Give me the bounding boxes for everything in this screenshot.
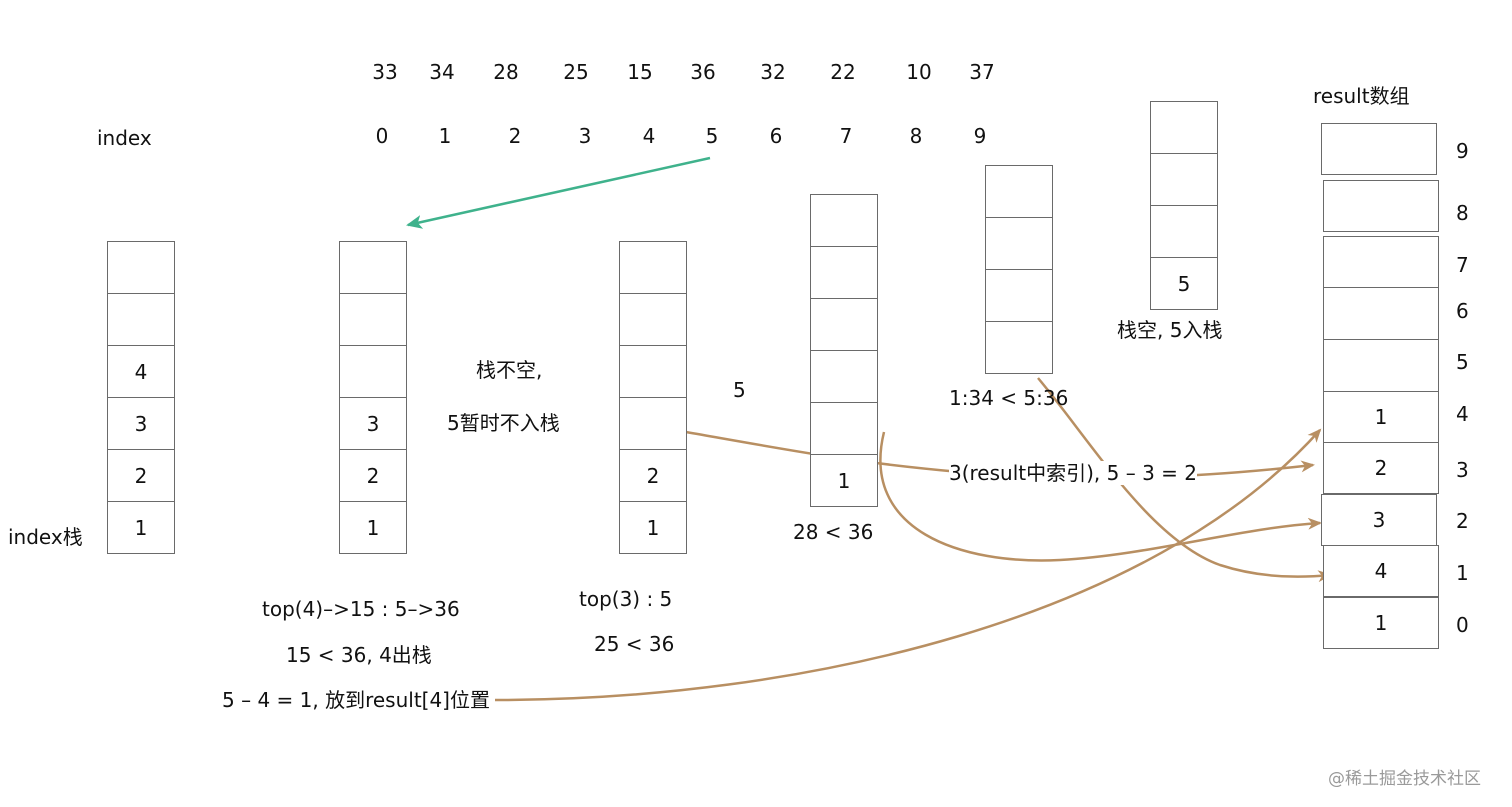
stack-cell: 2 xyxy=(620,450,686,502)
note-cmp-15: 15 < 36, 4出栈 xyxy=(286,643,432,667)
index-stack-6: 5 xyxy=(1150,101,1218,310)
stack-cell: 5 xyxy=(1151,258,1217,310)
result-cell-7 xyxy=(1323,236,1439,288)
stack-cell xyxy=(620,398,686,450)
result-cell-8 xyxy=(1323,180,1439,232)
result-index-5: 5 xyxy=(1456,350,1469,374)
stack-cell xyxy=(986,322,1052,374)
index-stack-4: 1 xyxy=(810,194,878,507)
stack-cell: 1 xyxy=(811,455,877,507)
result-cell-4: 1 xyxy=(1323,391,1439,443)
result-cell-0: 1 xyxy=(1323,597,1439,649)
arrow-to-result-4 xyxy=(494,428,1322,702)
index-stack-3: 2 1 xyxy=(619,241,687,554)
stack-cell xyxy=(811,351,877,403)
note-result-index: 3(result中索引), 5 – 3 = 2 xyxy=(949,461,1197,485)
stack-cell xyxy=(811,247,877,299)
index-7: 7 xyxy=(839,124,853,148)
stack-cell xyxy=(620,346,686,398)
note-cmp-28: 28 < 36 xyxy=(793,520,874,544)
stack-cell xyxy=(986,270,1052,322)
value-5: 36 xyxy=(690,60,716,84)
value-1: 34 xyxy=(429,60,455,84)
stack-cell: 4 xyxy=(108,346,174,398)
index-label: index xyxy=(97,126,152,150)
stack-cell xyxy=(108,242,174,294)
stack-cell: 3 xyxy=(340,398,406,450)
result-cell-5 xyxy=(1323,339,1439,392)
watermark: @稀土掘金技术社区 xyxy=(1328,769,1481,789)
note-cmp-25: 25 < 36 xyxy=(594,632,675,656)
result-index-2: 2 xyxy=(1456,509,1469,533)
result-array-label: result数组 xyxy=(1313,84,1410,108)
stack-cell: 1 xyxy=(340,502,406,554)
note-empty-push: 栈空, 5入栈 xyxy=(1117,318,1223,342)
note-top3: top(3) : 5 xyxy=(579,587,673,611)
stack-cell: 2 xyxy=(108,450,174,502)
value-4: 15 xyxy=(627,60,653,84)
stack-cell xyxy=(108,294,174,346)
stack-cell: 1 xyxy=(620,502,686,554)
result-cell-2: 3 xyxy=(1321,494,1437,546)
value-3: 25 xyxy=(563,60,589,84)
note-cmp-34: 1:34 < 5:36 xyxy=(949,386,1069,410)
result-index-7: 7 xyxy=(1456,253,1469,277)
arrow-to-result-1 xyxy=(1037,377,1332,583)
stack-cell xyxy=(986,166,1052,218)
result-index-1: 1 xyxy=(1456,561,1469,585)
result-index-9: 9 xyxy=(1456,139,1469,163)
index-stack-label: index栈 xyxy=(8,525,83,549)
index-1: 1 xyxy=(438,124,452,148)
result-index-3: 3 xyxy=(1456,458,1469,482)
index-stack-5 xyxy=(985,165,1053,374)
stack-cell xyxy=(1151,102,1217,154)
stack-cell xyxy=(811,195,877,247)
value-0: 33 xyxy=(372,60,398,84)
index-stack-2: 3 2 1 xyxy=(339,241,407,554)
result-index-8: 8 xyxy=(1456,201,1469,225)
stack-cell xyxy=(620,294,686,346)
stack-cell xyxy=(340,346,406,398)
value-8: 10 xyxy=(906,60,932,84)
result-index-6: 6 xyxy=(1456,299,1469,323)
stack-cell xyxy=(340,294,406,346)
green-arrow xyxy=(406,156,711,229)
arrow-to-result-2 xyxy=(879,431,1322,562)
result-cell-1: 4 xyxy=(1323,545,1439,597)
stack-cell xyxy=(811,299,877,351)
result-index-4: 4 xyxy=(1456,402,1469,426)
note-top4: top(4)–>15 : 5–>36 xyxy=(262,597,460,621)
index-6: 6 xyxy=(769,124,783,148)
index-8: 8 xyxy=(909,124,923,148)
index-stack-1: 4 3 2 1 xyxy=(107,241,175,554)
stack-cell xyxy=(1151,206,1217,258)
stack-cell: 2 xyxy=(340,450,406,502)
stack-cell: 3 xyxy=(108,398,174,450)
note-not-pushed: 5暂时不入栈 xyxy=(447,411,560,435)
result-index-0: 0 xyxy=(1456,613,1469,637)
stack-cell xyxy=(811,403,877,455)
floating-value: 5 xyxy=(733,378,746,402)
stack-cell xyxy=(340,242,406,294)
stack-cell xyxy=(986,218,1052,270)
result-cell-3: 2 xyxy=(1323,442,1439,494)
value-6: 32 xyxy=(760,60,786,84)
value-9: 37 xyxy=(969,60,995,84)
value-7: 22 xyxy=(830,60,856,84)
note-not-empty: 栈不空, xyxy=(476,358,543,382)
result-cell-6 xyxy=(1323,287,1439,340)
stack-cell: 1 xyxy=(108,502,174,554)
note-place-4: 5 – 4 = 1, 放到result[4]位置 xyxy=(222,688,490,712)
index-2: 2 xyxy=(508,124,522,148)
result-cell-9 xyxy=(1321,123,1437,175)
index-5: 5 xyxy=(705,124,719,148)
index-0: 0 xyxy=(375,124,389,148)
index-4: 4 xyxy=(642,124,656,148)
stack-cell xyxy=(1151,154,1217,206)
stack-cell xyxy=(620,242,686,294)
value-2: 28 xyxy=(493,60,519,84)
index-9: 9 xyxy=(973,124,987,148)
index-3: 3 xyxy=(578,124,592,148)
